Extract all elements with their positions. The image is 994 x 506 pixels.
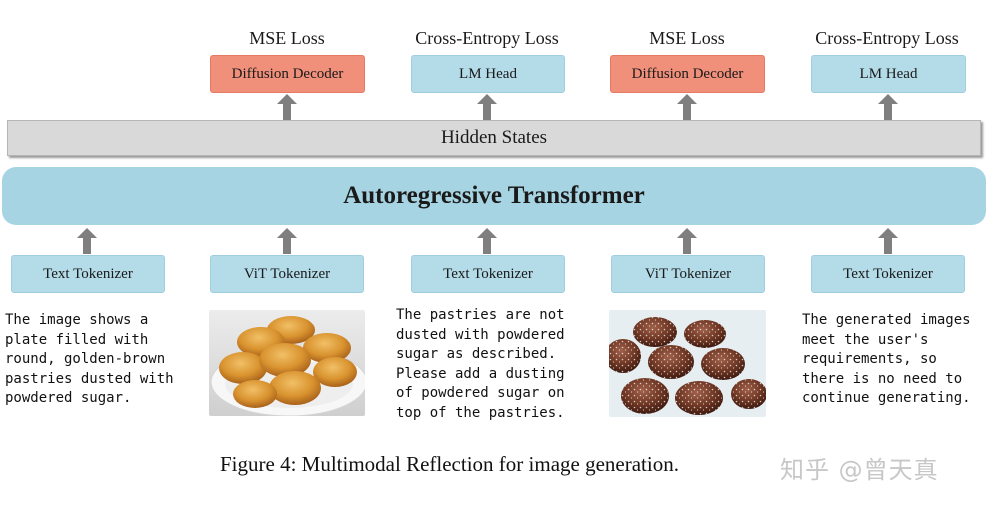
- up-arrow-icon: [677, 94, 697, 120]
- up-arrow-icon: [878, 94, 898, 120]
- up-arrow-icon: [77, 228, 97, 254]
- up-arrow-icon: [677, 228, 697, 254]
- vit-tokenizer-box-2: ViT Tokenizer: [611, 255, 765, 293]
- up-arrow-icon: [277, 94, 297, 120]
- diffusion-decoder-box-2: Diffusion Decoder: [610, 55, 765, 93]
- up-arrow-icon: [477, 228, 497, 254]
- up-arrow-icon: [878, 228, 898, 254]
- autoregressive-transformer-block: Autoregressive Transformer: [2, 167, 986, 225]
- text-tokenizer-box-3: Text Tokenizer: [811, 255, 965, 293]
- pastries-image-sugar-dusted: [609, 310, 766, 417]
- vit-tokenizer-box-1: ViT Tokenizer: [210, 255, 364, 293]
- loss-label-mse-1: MSE Loss: [249, 28, 325, 48]
- loss-label-ce-1: Cross-Entropy Loss: [415, 28, 559, 48]
- lm-head-box-2: LM Head: [811, 55, 966, 93]
- watermark: 知乎 @曾天真: [780, 456, 939, 484]
- text-tokenizer-box-2: Text Tokenizer: [411, 255, 565, 293]
- pastries-image-golden: [209, 310, 365, 416]
- loss-label-mse-2: MSE Loss: [649, 28, 725, 48]
- input-text-description: The image shows a plate filled with roun…: [5, 312, 174, 406]
- up-arrow-icon: [477, 94, 497, 120]
- input-text-conclusion: The generated images meet the user's req…: [802, 312, 971, 406]
- up-arrow-icon: [277, 228, 297, 254]
- figure-caption: Figure 4: Multimodal Reflection for imag…: [220, 452, 679, 476]
- loss-label-ce-2: Cross-Entropy Loss: [815, 28, 959, 48]
- hidden-states-bar: Hidden States: [7, 120, 981, 156]
- input-text-reflection: The pastries are not dusted with powdere…: [396, 307, 565, 421]
- text-tokenizer-box-1: Text Tokenizer: [11, 255, 165, 293]
- diffusion-decoder-box-1: Diffusion Decoder: [210, 55, 365, 93]
- lm-head-box-1: LM Head: [411, 55, 565, 93]
